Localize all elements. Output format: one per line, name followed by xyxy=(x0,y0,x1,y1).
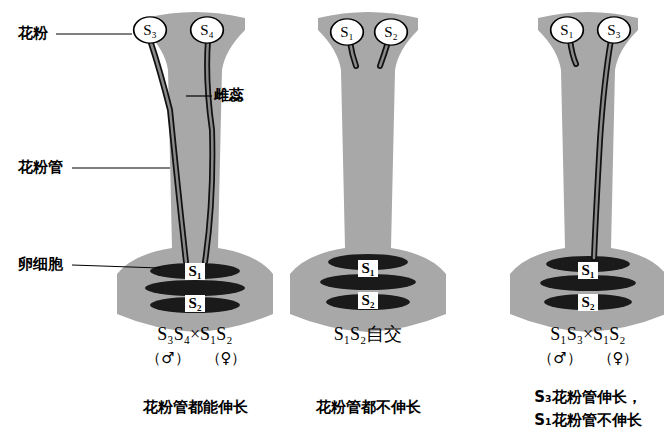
allele-text: S₄ xyxy=(200,23,214,38)
pollen-grain: S₃ xyxy=(133,16,167,44)
pistil-shape xyxy=(117,12,273,332)
leader-lines xyxy=(56,34,212,268)
pollen-grain: S₃ xyxy=(597,16,631,44)
allele-text: S₃ xyxy=(143,23,157,38)
part-label: 雌蕊 xyxy=(214,87,244,104)
pollen-grain: S₁ xyxy=(330,18,364,46)
egg-cell-label: S₁ xyxy=(578,262,599,279)
result-caption: S₃花粉管伸长， xyxy=(534,389,641,406)
egg-cell-label: S₂ xyxy=(185,295,206,312)
cross-formula: S₁S₂自交 xyxy=(334,324,403,345)
pollen-grain: S₁ xyxy=(550,16,584,44)
cross-formula: S₃S₄×S₁S₂ xyxy=(157,324,232,345)
allele-text: S₂ xyxy=(189,296,202,311)
part-label: 花粉 xyxy=(18,25,48,42)
egg-cell-label: S₂ xyxy=(578,294,599,311)
egg-cell-label: S₂ xyxy=(358,292,379,309)
sex-symbol: （♀） xyxy=(598,350,639,367)
result-caption: S₁花粉管不伸长 xyxy=(534,412,641,429)
part-label: 花粉管 xyxy=(18,159,63,176)
allele-text: S₂ xyxy=(384,25,398,40)
sex-symbol: （♀） xyxy=(206,350,247,367)
allele-text: S₂ xyxy=(362,293,375,308)
sex-symbol: （♂） xyxy=(146,350,189,367)
allele-text: S₂ xyxy=(582,295,595,310)
result-caption: 花粉管都不伸长 xyxy=(316,399,421,416)
sex-symbol: （♂） xyxy=(538,350,581,367)
pollen-grain: S₄ xyxy=(190,16,224,44)
part-label: 卵细胞 xyxy=(18,256,63,273)
allele-text: S₁ xyxy=(560,23,574,38)
allele-text: S₁ xyxy=(362,261,375,276)
egg-cell-label: S₁ xyxy=(358,260,379,277)
pollen-grain: S₂ xyxy=(374,18,408,46)
allele-text: S₃ xyxy=(607,23,621,38)
allele-text: S₁ xyxy=(340,25,354,40)
allele-text: S₁ xyxy=(582,263,595,278)
egg-cells xyxy=(145,254,636,313)
cross-formula: S₁S₃×S₁S₂ xyxy=(550,324,625,345)
pistil-shape xyxy=(290,12,446,332)
pistil-shape xyxy=(510,12,664,332)
egg-cell-label: S₁ xyxy=(185,263,206,280)
allele-text: S₁ xyxy=(189,264,202,279)
pollen-tubes xyxy=(150,40,611,262)
result-caption: 花粉管都能伸长 xyxy=(143,399,248,416)
